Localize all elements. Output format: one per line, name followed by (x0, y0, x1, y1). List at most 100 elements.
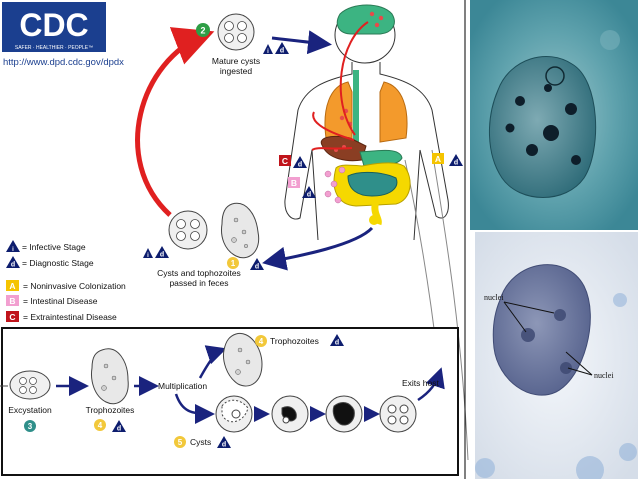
step-2-circle (196, 23, 210, 37)
legend-item-intestinal: B = Intestinal Disease (6, 295, 98, 306)
legend-item-infective: i = Infective Stage (6, 240, 86, 253)
step-4-circle (94, 419, 106, 431)
multiplication-inset: Excystation 3 Trophozoites 4 d Multiplic… (0, 327, 459, 476)
excretion-arrow (262, 226, 374, 271)
svg-text:d: d (117, 426, 121, 433)
pointer-lines (503, 301, 593, 376)
svg-text:d: d (11, 262, 15, 269)
inset-d-tag-1: d (112, 420, 126, 433)
svg-text:d: d (335, 340, 339, 347)
nuclei-label-right: nuclei (594, 371, 614, 380)
svg-text:4: 4 (259, 337, 264, 346)
logo-wordmark: CDC (19, 7, 88, 43)
trophozoite-passed (221, 202, 260, 259)
logo-tagline: SAFER · HEALTHIER · PEOPLE™ (15, 45, 93, 51)
step-2-label-line2: ingested (220, 66, 252, 76)
red-return-arrow (135, 27, 215, 217)
excystation-label: Excystation (8, 405, 52, 415)
inset-d-tag-2: d (330, 334, 344, 347)
cyst-stage-4 (379, 395, 417, 433)
svg-text:C: C (9, 312, 15, 322)
step-2-label-line1: Mature cysts (212, 56, 260, 66)
legend-item-extraintestinal: C = Extraintestinal Disease (6, 311, 117, 322)
svg-text:d: d (160, 252, 164, 259)
step-1-d-tag-2: d (250, 258, 264, 271)
svg-text:B: B (9, 296, 15, 306)
exit-arrow (417, 367, 445, 402)
step-5-circle (174, 436, 186, 448)
marker-c: C d (279, 155, 307, 169)
ingestion-arrow (271, 30, 332, 55)
legend-item-noninvasive: A = Noninvasive Colonization (6, 280, 126, 291)
svg-text:i: i (12, 247, 14, 253)
trophozoite-inset (91, 348, 129, 405)
step-1-label-line1: Cysts and tophozoites (157, 268, 241, 278)
svg-text:i: i (147, 253, 149, 259)
step-2-number: 2 (200, 26, 205, 36)
svg-text:d: d (298, 162, 302, 169)
cyst-row (215, 395, 417, 433)
svg-text:= Intestinal Disease: = Intestinal Disease (23, 296, 98, 306)
organs (320, 4, 411, 226)
svg-text:= Infective Stage: = Infective Stage (22, 242, 86, 252)
step-2-i-tag: i (263, 44, 273, 55)
mature-cyst (217, 13, 255, 51)
micrograph-nuclei: nuclei nuclei (470, 232, 638, 479)
dissemination-paths (311, 21, 369, 151)
svg-text:A: A (9, 281, 15, 291)
cyst-stage-3 (325, 395, 363, 433)
step-1-d-tag: d (155, 246, 169, 259)
cysts-label: Cysts (190, 437, 211, 447)
cyst-nuclei (224, 21, 247, 43)
marker-a: A d (432, 153, 463, 167)
stained-nuclei (505, 84, 581, 165)
cyst-stage-2 (271, 395, 309, 433)
step-1-i-tag: i (143, 248, 153, 259)
step-2-group: 2 i d Mature cysts ingested (196, 13, 289, 76)
svg-text:d: d (280, 48, 284, 55)
right-torso-outline (379, 62, 449, 219)
step-4-number: 4 (98, 421, 103, 430)
svg-text:= Diagnostic Stage: = Diagnostic Stage (22, 258, 94, 268)
micrograph-stained-cyst (470, 0, 638, 230)
svg-text:d: d (454, 160, 458, 167)
cyst-stage-1 (215, 395, 253, 433)
svg-text:A: A (435, 154, 441, 164)
nuclei-label-left: nuclei (484, 293, 504, 302)
lower-torso-outline (311, 149, 421, 241)
source-url[interactable]: http://www.dpd.cdc.gov/dpdx (3, 57, 124, 68)
right-lung (379, 81, 408, 143)
svg-text:d: d (255, 264, 259, 271)
trophozoite-top (223, 332, 263, 387)
svg-text:= Noninvasive Colonization: = Noninvasive Colonization (23, 281, 126, 291)
svg-text:d: d (222, 442, 226, 449)
exits-host-label: Exits host (402, 378, 439, 388)
trophozoites-label: Trophozoites (86, 405, 135, 415)
step-4b-circle (255, 335, 267, 347)
svg-text:i: i (267, 49, 269, 55)
anus (369, 215, 379, 225)
logo-background (2, 2, 106, 52)
svg-text:C: C (282, 156, 288, 166)
brain (336, 4, 395, 35)
svg-text:= Extraintestinal Disease: = Extraintestinal Disease (23, 312, 117, 322)
left-torso-outline (284, 62, 353, 220)
legend-item-diagnostic: d = Diagnostic Stage (6, 256, 94, 269)
excystation-cyst (0, 370, 51, 400)
arrow-to-trophozoites (198, 345, 227, 379)
step-3-circle (24, 420, 36, 432)
trophozoites-top-label: Trophozoites (270, 336, 319, 346)
inset-d-tag-3: d (217, 436, 231, 449)
arrow-to-cysts (174, 393, 215, 424)
step-2-d-tag: d (275, 42, 289, 55)
cyst-passed (168, 210, 208, 250)
step-1-circle (227, 257, 239, 269)
step-3-number: 3 (28, 422, 33, 431)
step-5-number: 5 (178, 438, 183, 447)
step-1-label-line2: passed in feces (169, 278, 228, 288)
svg-text:d: d (307, 192, 311, 199)
cdc-logo[interactable]: CDC SAFER · HEALTHIER · PEOPLE™ (2, 2, 106, 52)
small-intestine (347, 171, 398, 197)
